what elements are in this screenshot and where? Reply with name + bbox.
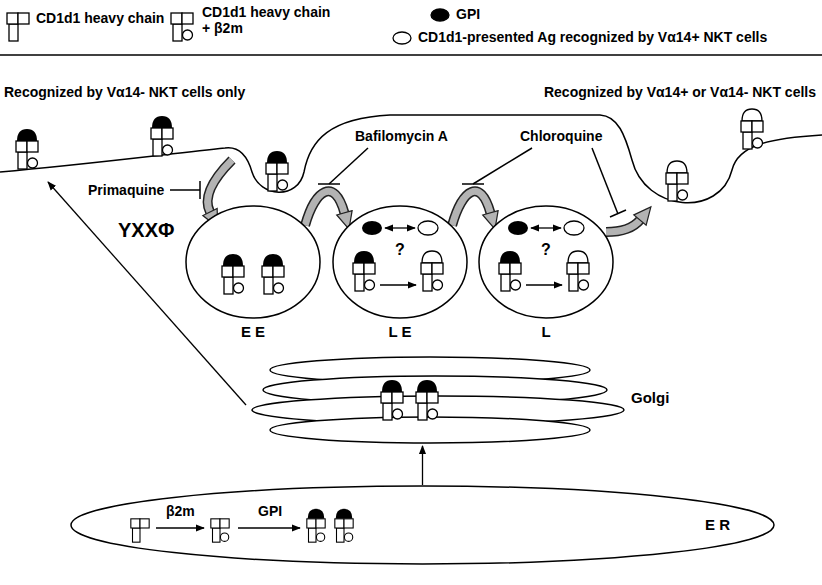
step-label: β2m	[166, 503, 195, 519]
compartment-label: Golgi	[631, 389, 669, 406]
early-endosome: E E	[185, 205, 321, 319]
recognition-note: Recognized by Vα14+ or Vα14- NKT cells	[544, 84, 816, 100]
surface-cd1d1	[16, 109, 763, 201]
compartment-label: E R	[705, 516, 730, 533]
endocytosis-arrow	[208, 160, 232, 212]
compartment-label: L	[541, 323, 550, 340]
legend-text: CD1d1 heavy chain	[36, 10, 164, 26]
compartment-label: E E	[241, 323, 265, 340]
compartment-label: L E	[388, 323, 411, 340]
header-rule	[0, 54, 822, 56]
transport-connector	[422, 446, 423, 485]
legend-swatch	[430, 8, 450, 22]
late-endosome: ?L E	[332, 205, 468, 319]
lysosome-outline	[478, 205, 614, 319]
connector-outline	[305, 191, 344, 225]
drug-label: Bafilomycin A	[355, 128, 448, 144]
question-mark: ?	[395, 241, 405, 259]
connector-outline	[452, 191, 490, 225]
legend-text: CD1d1 heavy chain + β2m	[202, 4, 336, 36]
endoplasmic-reticulum-outline	[70, 485, 775, 565]
legend-swatch	[392, 31, 412, 45]
recognition-note: Recognized by Vα14- NKT cells only	[4, 84, 245, 100]
step-label: GPI	[258, 503, 282, 519]
drug-label: Chloroquine	[520, 128, 602, 144]
drug-label: Primaquine	[88, 182, 164, 198]
endoplasmic-reticulum: E R	[70, 485, 775, 565]
motif-label: YXXΦ	[118, 219, 174, 242]
plasma-membrane	[0, 115, 822, 203]
late-endosome-outline	[332, 205, 468, 319]
connector-body	[452, 191, 490, 225]
legend-text: GPI	[456, 6, 480, 22]
recycling-arrow	[606, 220, 640, 232]
early-endosome-outline	[185, 205, 321, 319]
golgi-stack: Golgi	[250, 355, 625, 445]
question-mark: ?	[541, 241, 551, 259]
transport-connector	[305, 191, 344, 225]
lysosome: ?L	[478, 205, 614, 319]
golgi-stack-outline	[250, 355, 625, 445]
legend-swatch	[170, 0, 194, 42]
transport-connector	[452, 191, 490, 225]
connector-line	[422, 446, 423, 485]
legend-text: CD1d1-presented Ag recognized by Vα14+ N…	[418, 29, 767, 45]
legend-swatch	[6, 0, 30, 42]
connector-body	[305, 191, 344, 225]
